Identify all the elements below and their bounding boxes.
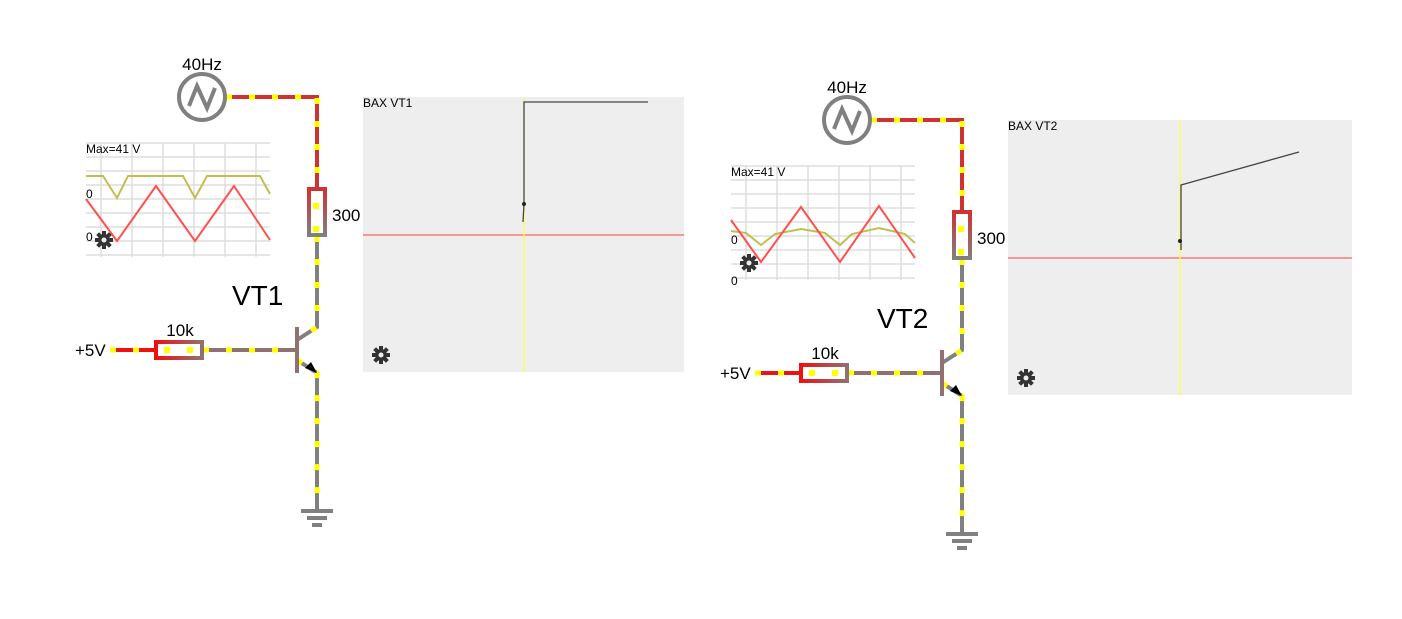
wire[interactable] bbox=[295, 358, 319, 510]
ground-icon bbox=[946, 532, 978, 550]
scope-max-label: Max=41 V bbox=[86, 142, 140, 156]
current-dots bbox=[940, 259, 965, 366]
resistor-icon[interactable] bbox=[307, 187, 327, 237]
gear-icon[interactable] bbox=[1017, 369, 1035, 387]
current-dots bbox=[295, 357, 320, 510]
transistor-label: VT2 bbox=[877, 303, 928, 334]
ac-source-icon[interactable] bbox=[822, 95, 872, 145]
operating-point bbox=[1178, 239, 1182, 243]
scope-title: BAX VT1 bbox=[363, 96, 413, 110]
bax-scope[interactable]: BAX VT1 bbox=[363, 96, 684, 372]
supply-label: +5V bbox=[720, 364, 751, 383]
ground-icon bbox=[301, 509, 333, 527]
scope-title: BAX VT2 bbox=[1008, 119, 1058, 133]
zero-label-red: 0 bbox=[86, 230, 93, 244]
zero-label-red: 0 bbox=[731, 274, 738, 288]
source-frequency-label: 40Hz bbox=[182, 55, 222, 74]
npn-transistor-icon[interactable] bbox=[940, 350, 962, 396]
zero-label-yellow: 0 bbox=[731, 233, 738, 247]
circuit-vt2: Max=41 V 0 0 40Hz 300 10k +5V VT2 BAX VT2 bbox=[720, 78, 1352, 550]
gear-icon[interactable] bbox=[95, 231, 113, 249]
trace-red bbox=[730, 204, 916, 264]
collector-resistor-label: 300 bbox=[977, 229, 1005, 248]
wire[interactable] bbox=[871, 118, 964, 211]
collector-resistor-label: 300 bbox=[332, 206, 360, 225]
small-scope[interactable]: Max=41 V 0 0 bbox=[730, 165, 916, 288]
gear-icon[interactable] bbox=[372, 346, 390, 364]
ac-source-icon[interactable] bbox=[177, 72, 227, 122]
bax-scope[interactable]: BAX VT2 bbox=[1008, 119, 1352, 395]
characteristic-trace bbox=[522, 101, 648, 223]
trace-yellow bbox=[86, 175, 271, 201]
supply-label: +5V bbox=[75, 341, 106, 360]
operating-point bbox=[522, 202, 526, 206]
wire[interactable] bbox=[226, 95, 319, 188]
resistor-icon[interactable] bbox=[154, 340, 204, 360]
source-frequency-label: 40Hz bbox=[827, 78, 867, 97]
gear-icon[interactable] bbox=[740, 254, 758, 272]
circuit-vt1: Max=41 V 0 0 40Hz 300 10k +5V VT1 BAX VT1 bbox=[75, 55, 684, 527]
current-dots bbox=[940, 380, 965, 533]
wire[interactable] bbox=[940, 381, 964, 533]
current-dots bbox=[295, 236, 320, 343]
resistor-icon[interactable] bbox=[799, 363, 849, 383]
base-resistor-label: 10k bbox=[166, 321, 194, 340]
trace-red bbox=[85, 184, 271, 243]
characteristic-trace bbox=[1180, 151, 1300, 250]
wire[interactable] bbox=[295, 236, 319, 342]
trace-yellow bbox=[730, 226, 916, 247]
wire[interactable] bbox=[940, 259, 964, 365]
npn-transistor-icon[interactable] bbox=[295, 327, 317, 373]
base-resistor-label: 10k bbox=[811, 344, 839, 363]
zero-label-yellow: 0 bbox=[86, 187, 93, 201]
transistor-label: VT1 bbox=[232, 280, 283, 311]
resistor-icon[interactable] bbox=[952, 210, 972, 260]
scope-max-label: Max=41 V bbox=[731, 165, 785, 179]
small-scope[interactable]: Max=41 V 0 0 bbox=[85, 142, 271, 257]
